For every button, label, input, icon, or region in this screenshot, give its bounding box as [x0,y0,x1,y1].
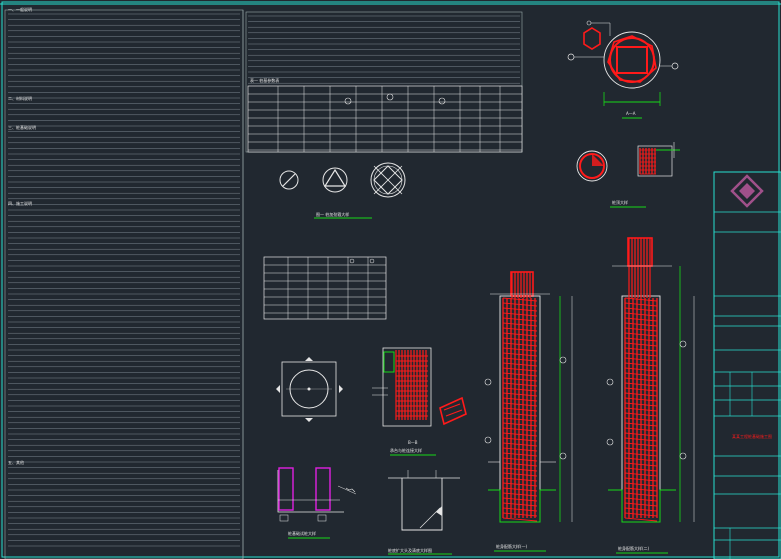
notes-text-lines [8,13,240,547]
pile-parameter-table: 表一 桩基参数表 [247,77,523,153]
pile-section-a: A—A [567,20,679,119]
section-a-label: A—A [626,111,636,116]
company-logo-icon [730,174,764,208]
pile-top-joint-title: 桩顶大样 [612,199,628,205]
pit-detail-title: 桩基础试桩大样 [288,530,316,536]
pit-detail: 桩基础试桩大样 [277,467,357,539]
notes-panel: 一、一般说明 二、材料说明 三、桩基础说明 四、施工说明 五、其他 [4,6,244,559]
notes-heading-5: 五、其他 [8,459,24,465]
steel-ring-detail: 图一 桩加劲箍大样 [279,162,406,219]
pile-cap-connection-title: 承台与桩连接大样 [390,447,422,453]
title-block: 某某工程桩基础施工图 [713,171,781,559]
pile-cap-plan [276,357,343,422]
notes-heading-1: 一、一般说明 [8,6,32,12]
pile-elevation-2: 桩身配筋大样(二) [606,237,695,554]
bottom-enlargement-detail: 桩底扩大头及清底大样图 [388,470,460,555]
table-title: 表一 桩基参数表 [250,77,279,83]
bottom-detail-title: 桩底扩大头及清底大样图 [388,547,432,553]
pile-spec-table [263,256,387,320]
notes-heading-3: 三、桩基础说明 [8,124,36,130]
notes-heading-4: 四、施工说明 [8,200,32,206]
pile-cap-connection-detail: 承台与桩连接大样 B—B [372,347,467,456]
notes-heading-2: 二、材料说明 [8,95,32,101]
section-b-label: B—B [408,440,418,445]
pile-top-joint-detail: 桩顶大样 [576,142,680,208]
steel-ring-detail-title: 图一 桩加劲箍大样 [316,211,349,217]
pile-elevation-1-title: 桩身配筋大样(一) [496,543,528,549]
pile-elevation-1: 桩身配筋大样(一) [484,271,573,552]
pile-elevation-2-title: 桩身配筋大样(二) [618,545,650,551]
project-name-label: 某某工程桩基础施工图 [732,433,772,439]
